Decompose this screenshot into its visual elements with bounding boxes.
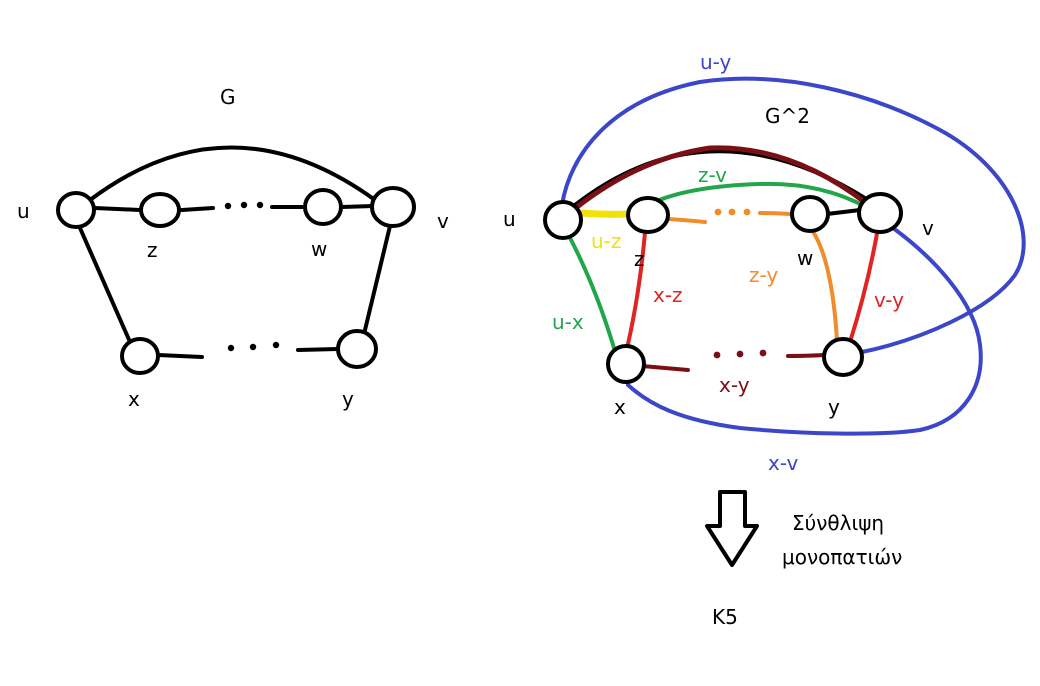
edge-u-z	[93, 206, 142, 212]
edge-u-y	[560, 76, 1026, 354]
edge-label-x-y: x-y	[719, 373, 750, 397]
edge-dots-w	[758, 211, 792, 216]
graph-g	[78, 145, 392, 359]
edge-x-dots	[156, 353, 204, 359]
ellipsis-dot	[227, 344, 235, 352]
ellipsis-dot	[240, 201, 248, 209]
vertex-y	[822, 337, 864, 377]
vertex-z	[139, 192, 181, 228]
label-v: v	[437, 209, 449, 233]
caption-line-2: μονοπατιών	[782, 545, 902, 569]
graph-g-dots	[224, 201, 280, 352]
ellipsis-dot	[743, 208, 751, 216]
ellipsis-dot	[256, 201, 264, 209]
vertex-w	[303, 188, 343, 226]
label-w: w	[797, 246, 813, 270]
vertex-z	[626, 196, 670, 234]
edge-w-v	[340, 204, 375, 209]
ellipsis-dot	[714, 208, 722, 216]
edge-v-y	[363, 224, 392, 332]
edge-label-u-z: u-z	[591, 229, 621, 253]
edge-dots-y	[786, 353, 827, 358]
edge-u-v-arc	[88, 145, 377, 202]
edge-x-dots	[640, 364, 690, 372]
result-label: K5	[712, 605, 738, 629]
graph-g2-edges	[560, 76, 1026, 436]
edge-label-u-y: u-y	[700, 50, 732, 74]
ellipsis-dot	[713, 351, 721, 359]
ellipsis-dot	[736, 350, 744, 358]
edge-label-u-x: u-x	[552, 310, 584, 334]
vertex-y	[336, 329, 378, 369]
graph-g-title: G	[220, 85, 236, 109]
vertex-w	[790, 195, 830, 233]
ellipsis-dot	[728, 208, 736, 216]
label-z: z	[147, 238, 158, 262]
edge-label-x-z: x-z	[653, 283, 683, 307]
vertex-x	[606, 344, 646, 384]
label-y: y	[342, 387, 354, 411]
edge-u-z	[578, 209, 632, 218]
ellipsis-dot	[224, 202, 232, 210]
edge-v-y	[848, 226, 880, 344]
label-w: w	[311, 237, 327, 261]
graph-g2-dots	[713, 208, 767, 359]
label-y: y	[828, 395, 840, 419]
graph-g-text: G u z w v x y	[17, 85, 449, 411]
edge-w-v	[825, 208, 862, 216]
edge-u-v-darkred	[574, 145, 869, 210]
edge-label-z-y: z-y	[749, 263, 778, 287]
ellipsis-dot	[249, 343, 257, 351]
label-u: u	[17, 199, 30, 223]
label-z: z	[634, 247, 645, 271]
edge-label-z-v: z-v	[698, 163, 727, 187]
ellipsis-dot	[759, 349, 767, 357]
label-v: v	[922, 216, 934, 240]
edge-u-x	[566, 232, 616, 350]
edge-z-y	[810, 228, 839, 342]
vertex-u	[56, 191, 96, 229]
ellipsis-dot	[272, 341, 280, 349]
edge-x-z	[626, 230, 647, 346]
graph-g-vertices	[56, 186, 416, 375]
edge-u-x	[78, 226, 132, 344]
edge-x-v	[626, 226, 983, 436]
label-x: x	[614, 395, 626, 419]
vertex-u	[543, 200, 583, 240]
edge-z-v	[650, 181, 868, 209]
label-x: x	[128, 387, 140, 411]
label-u: u	[503, 207, 516, 231]
edge-dots-y	[296, 347, 340, 352]
edge-z-dots	[666, 217, 707, 224]
graph-g2-title: G^2	[765, 104, 810, 128]
graph-g2-text: G^2 u z w v x y u-y z-v u-z x-z z-y v-y …	[503, 50, 934, 475]
vertex-v	[370, 186, 416, 228]
graph-g2-vertices	[543, 192, 903, 384]
edge-z-dots	[180, 206, 215, 212]
edge-label-x-v: x-v	[768, 451, 799, 475]
down-arrow-icon	[705, 490, 759, 567]
caption-line-1: Σύνθλιψη	[792, 511, 884, 535]
vertex-x	[120, 337, 160, 375]
vertex-v	[857, 192, 903, 234]
edge-label-v-y: v-y	[874, 288, 904, 312]
